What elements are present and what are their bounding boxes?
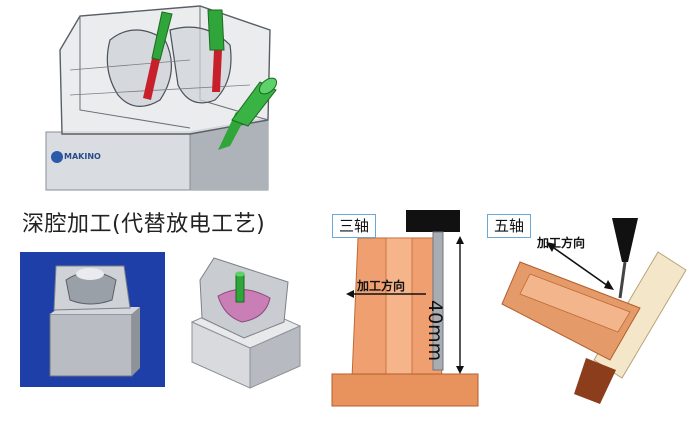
- tool-icon: [207, 9, 225, 92]
- three-axis-direction-label: 加工方向: [357, 279, 406, 293]
- machine-rendering: [40, 0, 280, 192]
- brand-logo-icon: [51, 151, 63, 163]
- tool-icon: [218, 77, 278, 150]
- five-axis-diagram: [490, 208, 690, 418]
- three-axis-diagram: [330, 208, 480, 408]
- brand-label: MAKINO: [64, 152, 101, 161]
- three-axis-dimension-label: 40mm: [424, 300, 446, 362]
- part-photo: [20, 252, 165, 387]
- five-axis-direction-label: 加工方向: [537, 236, 586, 250]
- three-axis-tag: 三轴: [332, 214, 377, 238]
- page-caption: 深腔加工(代替放电工艺): [22, 212, 266, 237]
- part-render: [184, 252, 304, 392]
- five-axis-tag: 五轴: [487, 214, 532, 238]
- tool-icon: [143, 11, 173, 100]
